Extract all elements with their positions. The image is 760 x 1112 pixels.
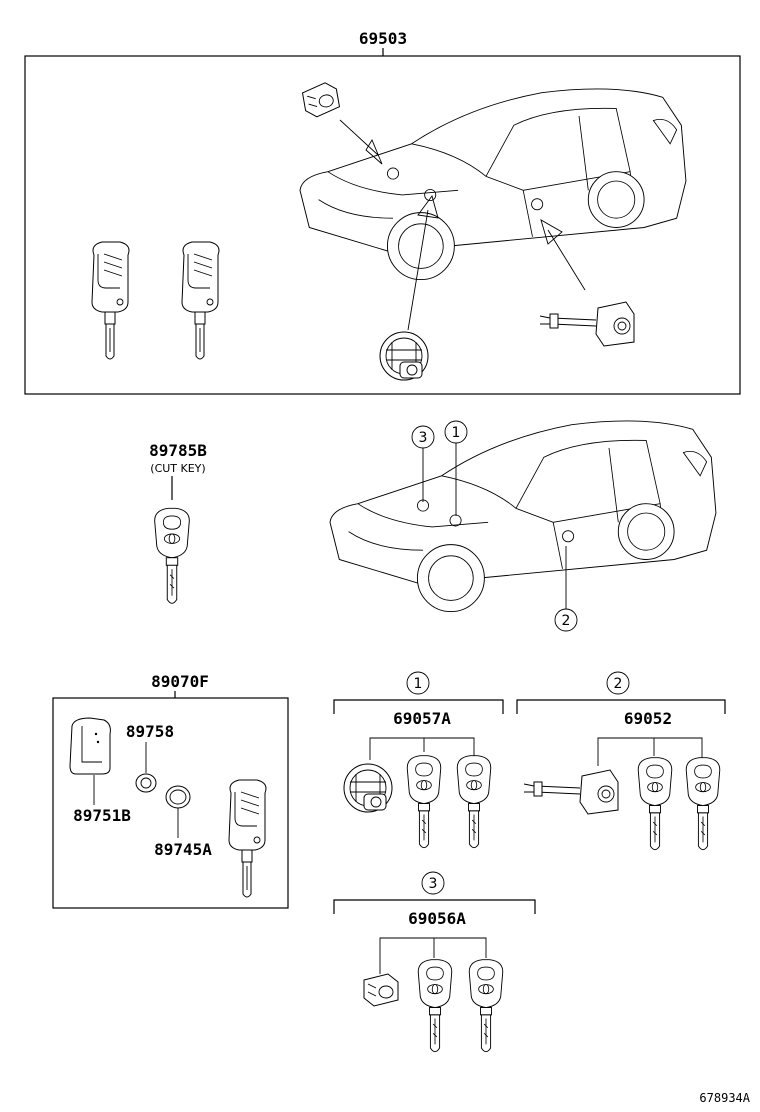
svg-text:2: 2 [562, 613, 571, 629]
lock-set-3-part-number: 69056A [408, 909, 466, 928]
lock-set-3-key-b [468, 959, 504, 1053]
transmitter-cover [135, 773, 157, 793]
lock-set-2-key-a [637, 757, 673, 851]
transmitter-case [69, 717, 111, 775]
svg-text:1: 1 [452, 425, 461, 441]
svg-text:3: 3 [429, 876, 438, 892]
assembly-door-lock [539, 301, 635, 347]
transmitter-frame [52, 697, 289, 909]
lock-set-2-key-b [685, 757, 721, 851]
car-marker-3: 3 [411, 425, 435, 502]
transmitter-remote-key [228, 779, 267, 898]
lock-set-2-door-lock [523, 769, 619, 815]
assembly-car-illustration [299, 88, 687, 281]
lock-set-3-ref: 3 [421, 871, 445, 895]
cut-key-part-number: 89785B [149, 441, 207, 460]
lock-set-3-small-lock [363, 973, 399, 1007]
assembly-ignition-cylinder [379, 331, 429, 381]
lock-set-1-ref: 1 [406, 671, 430, 695]
svg-text:3: 3 [419, 430, 428, 446]
lock-set-2-ref: 2 [606, 671, 630, 695]
svg-text:1: 1 [414, 676, 423, 692]
car-marker-2: 2 [554, 546, 578, 632]
reference-car-illustration [329, 420, 717, 613]
transmitter-battery-part-number: 89745A [154, 840, 212, 859]
svg-text:2: 2 [614, 676, 623, 692]
assembly-part-number: 69503 [359, 29, 407, 48]
transmitter-part-number: 89070F [151, 672, 209, 691]
lock-set-1-part-number: 69057A [393, 709, 451, 728]
transmitter-case-part-number: 89751B [73, 806, 131, 825]
car-marker-1: 1 [444, 420, 468, 516]
assembly-frame [24, 55, 741, 395]
transmitter-cover-part-number: 89758 [126, 722, 174, 741]
lock-set-2-part-number: 69052 [624, 709, 672, 728]
illustration-code: 678934A [699, 1091, 750, 1105]
lock-set-1-key-a [406, 755, 442, 849]
cut-key-note: (CUT KEY) [150, 462, 205, 475]
assembly-remote-key-1 [91, 241, 130, 360]
transmitter-battery [165, 785, 191, 809]
lock-set-1-key-b [456, 755, 492, 849]
lock-set-3-key-a [417, 959, 453, 1053]
assembly-hood-lock [300, 80, 342, 120]
assembly-remote-key-2 [181, 241, 220, 360]
cut-key-illustration [154, 507, 190, 604]
assembly-arrows [339, 119, 586, 331]
lock-set-1-ignition [343, 763, 393, 813]
